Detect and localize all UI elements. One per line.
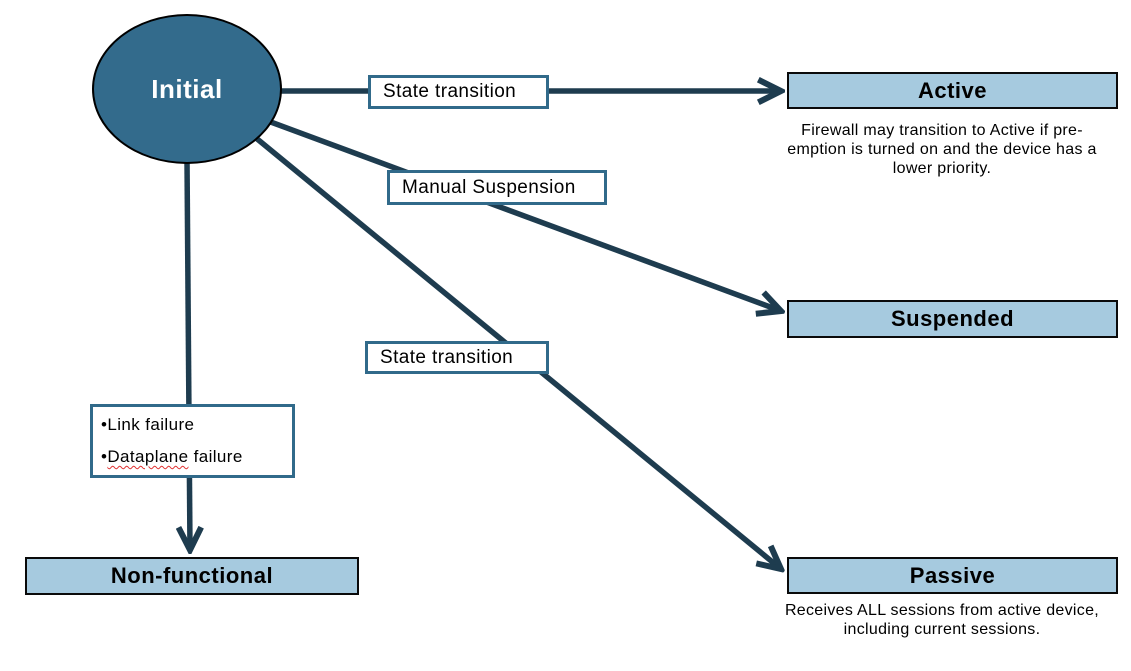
passive-state-box: Passive [787, 557, 1118, 594]
suspended-state-box: Suspended [787, 300, 1118, 338]
edge-label-state-transition-passive: State transition [365, 341, 549, 374]
active-state-label: Active [917, 77, 988, 103]
passive-note-line: including current sessions. [843, 621, 1041, 638]
active-state-box: Active [787, 72, 1118, 109]
edge-label-text: State transition [383, 81, 517, 102]
active-note-line: emption is turned on and the device has … [787, 141, 1097, 158]
failure-item-text: Link failure [107, 415, 195, 434]
failure-item-dataplane: •Dataplane failure [101, 447, 284, 467]
passive-note: Receives ALL sessions from active device… [748, 601, 1131, 639]
arrow-initial-to-suspended [267, 118, 781, 311]
passive-state-label: Passive [909, 562, 996, 588]
failure-item-link: •Link failure [101, 415, 284, 435]
initial-node: Initial [92, 14, 282, 164]
edge-label-manual-suspension: Manual Suspension [387, 170, 607, 205]
bullet-icon: • [101, 447, 108, 466]
active-note: Firewall may transition to Active if pre… [750, 121, 1131, 178]
failure-item-word: Dataplane [107, 447, 189, 466]
edge-label-state-transition-active: State transition [368, 75, 549, 109]
initial-node-label: Initial [151, 73, 223, 104]
non-functional-state-box: Non-functional [25, 557, 359, 595]
bullet-icon: • [101, 415, 108, 434]
arrow-initial-to-nonfunctional [187, 159, 190, 550]
active-note-line: Firewall may transition to Active if pre… [801, 122, 1083, 139]
failure-causes-box: •Link failure •Dataplane failure [90, 404, 295, 478]
non-functional-state-label: Non-functional [110, 563, 274, 588]
passive-note-line: Receives ALL sessions from active device… [784, 602, 1100, 619]
edge-label-text: Manual Suspension [402, 176, 576, 198]
edge-label-text: State transition [380, 346, 514, 368]
failure-item-text: failure [188, 447, 243, 466]
active-note-line: lower priority. [892, 160, 992, 177]
suspended-state-label: Suspended [890, 306, 1015, 331]
